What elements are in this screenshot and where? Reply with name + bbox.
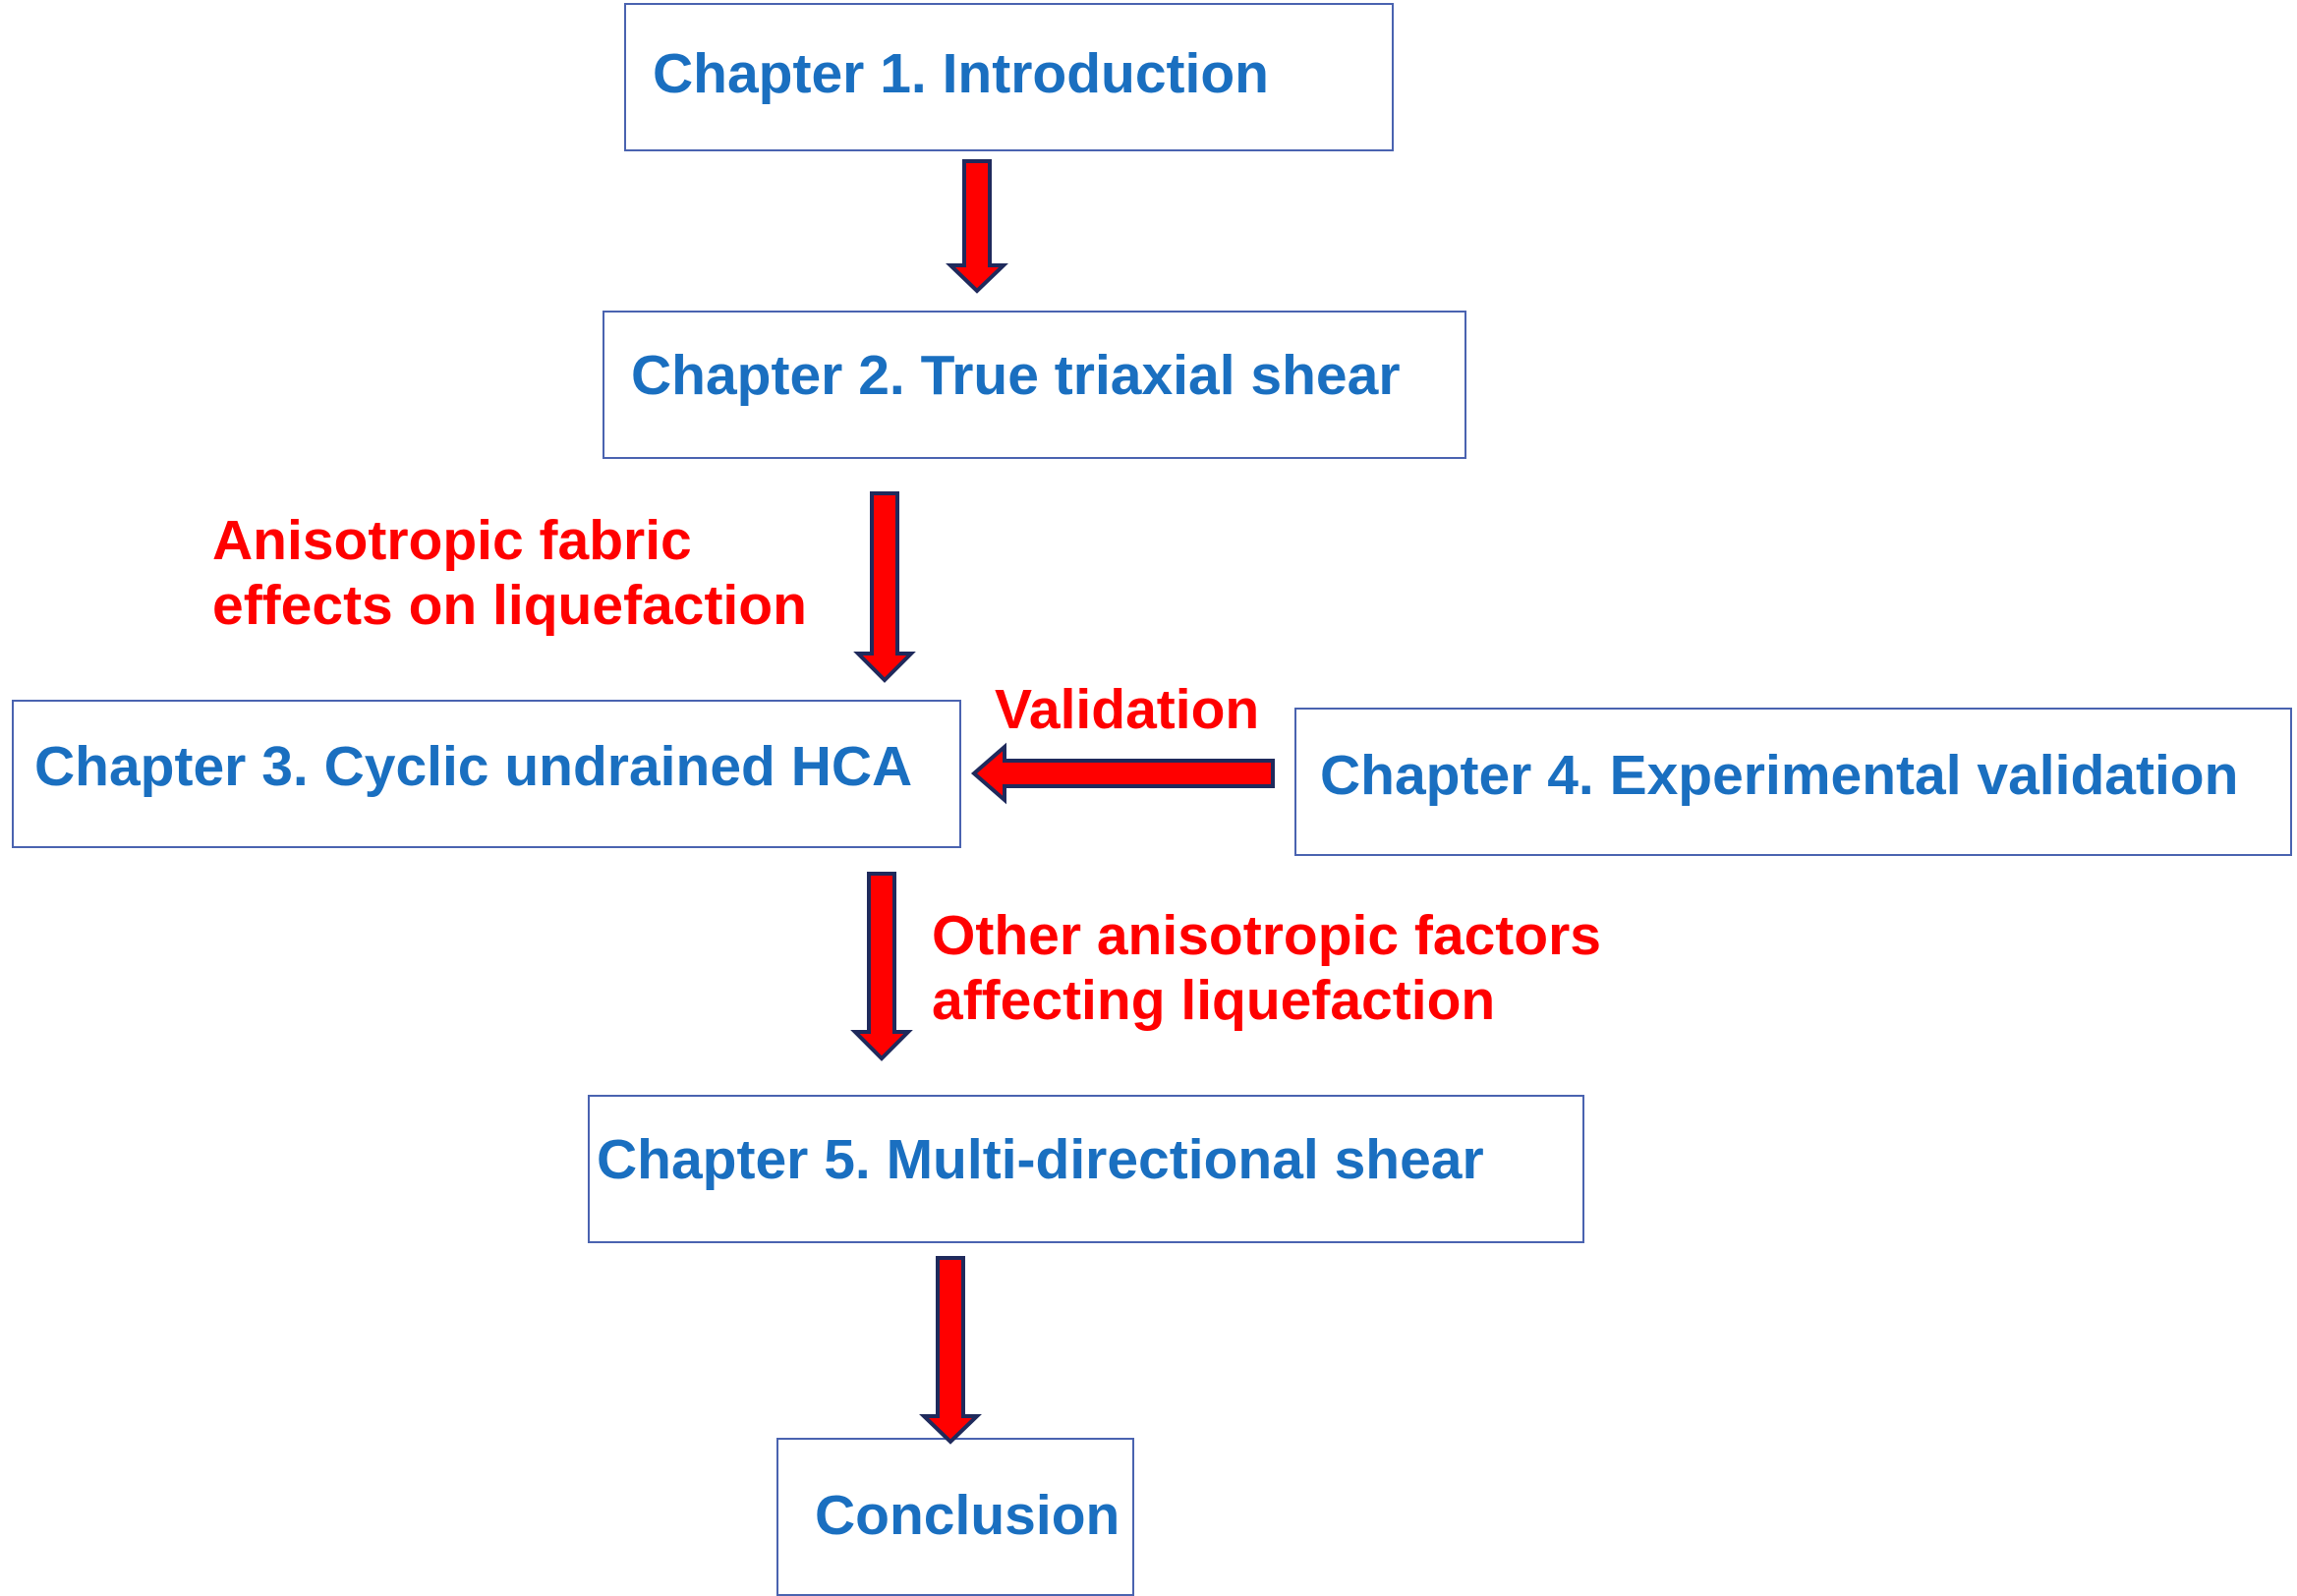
- edge-label-other-factors: Other anisotropic factors affecting liqu…: [932, 903, 1601, 1033]
- node-conclusion-label: Conclusion: [815, 1484, 1120, 1547]
- edge-label-other-factors-line-2: affecting liquefaction: [932, 969, 1496, 1033]
- arrow-ch5-to-conclusion: [919, 1256, 982, 1445]
- node-chapter-4-label: Chapter 4. Experimental validation: [1320, 744, 2239, 807]
- arrow-ch4-to-ch3: [970, 742, 1275, 805]
- edge-label-anisotropic-fabric: Anisotropic fabric effects on liquefacti…: [212, 508, 807, 638]
- node-chapter-1-label: Chapter 1. Introduction: [653, 42, 1269, 105]
- arrow-ch1-to-ch2: [946, 159, 1008, 294]
- node-chapter-2: [603, 311, 1466, 459]
- edge-label-validation: Validation: [995, 678, 1260, 741]
- node-chapter-4: [1294, 708, 2292, 856]
- edge-label-other-factors-line-1: Other anisotropic factors: [932, 904, 1601, 967]
- edge-label-anisotropic-fabric-line-2: effects on liquefaction: [212, 574, 807, 638]
- arrow-ch3-to-ch5: [850, 872, 913, 1061]
- node-conclusion: [776, 1438, 1134, 1596]
- node-chapter-5: [588, 1095, 1584, 1243]
- node-chapter-1: [624, 3, 1394, 151]
- arrow-ch2-to-ch3: [853, 491, 916, 683]
- node-chapter-3-label: Chapter 3. Cyclic undrained HCA: [34, 735, 913, 798]
- edge-label-anisotropic-fabric-line-1: Anisotropic fabric: [212, 509, 692, 572]
- node-chapter-5-label: Chapter 5. Multi-directional shear: [597, 1128, 1484, 1191]
- node-chapter-3: [12, 700, 961, 848]
- node-chapter-2-label: Chapter 2. True triaxial shear: [631, 344, 1401, 407]
